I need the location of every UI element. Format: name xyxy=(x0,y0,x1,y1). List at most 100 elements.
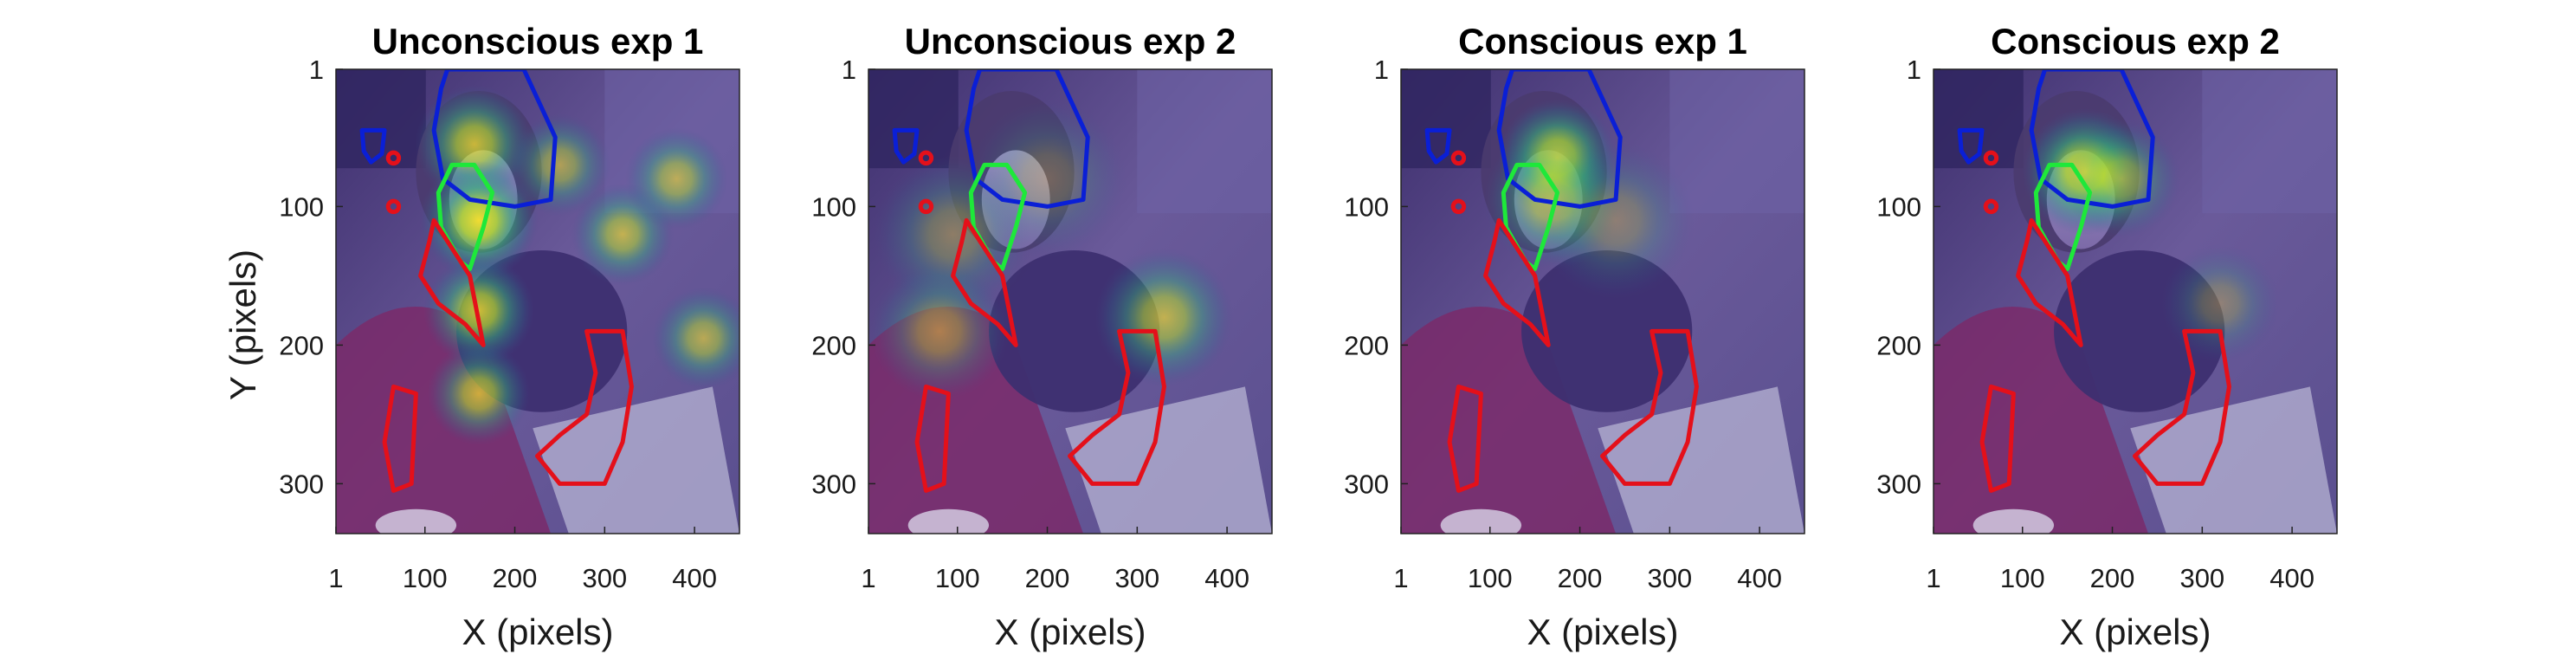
roi-small-red-1 xyxy=(1983,150,1999,166)
roi-head-blue xyxy=(431,69,558,209)
roi-contours xyxy=(1424,69,1699,493)
roi-contours xyxy=(359,69,634,493)
heatmap-panel-conscious-exp-2: Conscious exp 2 1 100 200 300 400 1 100 200 300 X … xyxy=(1876,21,2338,652)
y-tick-label: 1 xyxy=(842,55,856,85)
x-tick-label: 1 xyxy=(1926,563,1940,593)
roi-small-blue xyxy=(1957,127,1985,165)
fixation-hotspot xyxy=(423,255,534,366)
x-tick-label: 100 xyxy=(403,563,448,593)
panel-title: Conscious exp 1 xyxy=(1458,21,1747,62)
fixation-hotspot xyxy=(1536,141,1695,300)
x-tick-label: 100 xyxy=(2000,563,2045,593)
scene-cup xyxy=(1440,508,1522,534)
scene-window xyxy=(1137,69,1272,214)
x-tick-label: 200 xyxy=(2090,563,2135,593)
roi-book-red xyxy=(1067,328,1166,486)
roi-contours xyxy=(1957,69,2231,493)
panel-title: Unconscious exp 1 xyxy=(372,21,704,62)
x-tick-label: 1 xyxy=(1393,563,1408,593)
y-tick-label: 100 xyxy=(1876,191,1921,222)
x-tick-label: 400 xyxy=(2269,563,2315,593)
roi-arm-red xyxy=(1447,384,1483,493)
roi-arm-red xyxy=(382,384,418,493)
y-tick-label: 1 xyxy=(1907,55,1921,85)
x-tick-label: 1 xyxy=(328,563,343,593)
y-tick-label: 1 xyxy=(1374,55,1389,85)
y-tick-label: 200 xyxy=(1344,330,1389,360)
roi-small-blue xyxy=(359,127,387,165)
x-tick-label: 400 xyxy=(1737,563,1782,593)
roi-small-red-1 xyxy=(385,150,402,166)
x-tick-label: 400 xyxy=(672,563,717,593)
fixation-hotspot xyxy=(624,127,728,230)
y-tick-label: 300 xyxy=(279,469,324,499)
roi-arm-red xyxy=(1979,384,2016,493)
roi-small-blue xyxy=(1424,127,1452,165)
roi-small-blue xyxy=(892,127,920,165)
axes-frame xyxy=(1400,68,1805,534)
scene-book xyxy=(2130,386,2337,534)
y-tick-label: 100 xyxy=(1344,191,1389,222)
roi-book-red xyxy=(2132,328,2231,486)
fixation-hotspot xyxy=(419,160,539,280)
x-axis-label: X (pixels) xyxy=(994,612,1146,652)
roi-book-red xyxy=(534,328,634,486)
y-tick-label: 100 xyxy=(279,191,324,222)
heatmap-image xyxy=(1934,69,2337,534)
fixation-hotspot xyxy=(508,113,611,217)
roi-small-red-2 xyxy=(385,198,402,215)
scene-book xyxy=(1598,386,1804,534)
x-tick-label: 1 xyxy=(861,563,875,593)
x-tick-label: 300 xyxy=(1114,563,1159,593)
roi-hand-red xyxy=(1483,217,1551,347)
y-tick-label: 1 xyxy=(309,55,324,85)
heatmap-image xyxy=(868,69,1272,534)
roi-hand-red xyxy=(951,217,1018,347)
y-axis-label: Y (pixels) xyxy=(223,249,263,400)
fixation-hotspot xyxy=(427,342,531,445)
y-tick-label: 300 xyxy=(1344,469,1389,499)
x-axis-label: X (pixels) xyxy=(2059,612,2211,652)
x-tick-label: 100 xyxy=(1468,563,1513,593)
roi-head-blue xyxy=(1496,69,1623,209)
heatmap-image xyxy=(1401,69,1804,534)
y-tick-label: 200 xyxy=(1876,330,1921,360)
scene-cup xyxy=(1972,508,2055,534)
axes-frame xyxy=(1933,68,2338,534)
y-tick-label: 200 xyxy=(279,330,324,360)
roi-contours xyxy=(892,69,1166,493)
x-tick-label: 200 xyxy=(1558,563,1603,593)
roi-hand-red xyxy=(418,217,486,347)
y-tick-label: 300 xyxy=(811,469,856,499)
roi-small-red-1 xyxy=(1450,150,1467,166)
y-tick-label: 100 xyxy=(811,191,856,222)
x-tick-label: 300 xyxy=(2179,563,2224,593)
fixation-hotspot xyxy=(1094,248,1234,387)
x-axis-label: X (pixels) xyxy=(462,612,613,652)
scene-cup xyxy=(907,508,990,534)
x-tick-label: 200 xyxy=(1025,563,1070,593)
roi-head-blue xyxy=(2029,69,2155,209)
fixation-hotspot xyxy=(652,287,739,390)
roi-arm-red xyxy=(914,384,951,493)
axes-frame xyxy=(335,68,740,534)
roi-book-red xyxy=(1599,328,1699,486)
axes-frame xyxy=(868,68,1273,534)
panel-title: Conscious exp 2 xyxy=(1991,21,2280,62)
scene-book xyxy=(1065,386,1272,534)
roi-hand-red xyxy=(2016,217,2083,347)
roi-small-red-2 xyxy=(918,198,934,215)
roi-small-red-2 xyxy=(1450,198,1467,215)
fixation-hotspot xyxy=(2160,243,2280,363)
y-tick-label: 300 xyxy=(1876,469,1921,499)
roi-head-blue xyxy=(964,69,1090,209)
x-tick-label: 300 xyxy=(1647,563,1692,593)
roi-small-red-1 xyxy=(918,150,934,166)
x-tick-label: 400 xyxy=(1204,563,1249,593)
scene-window xyxy=(1669,69,1804,214)
scene-book xyxy=(533,386,739,534)
